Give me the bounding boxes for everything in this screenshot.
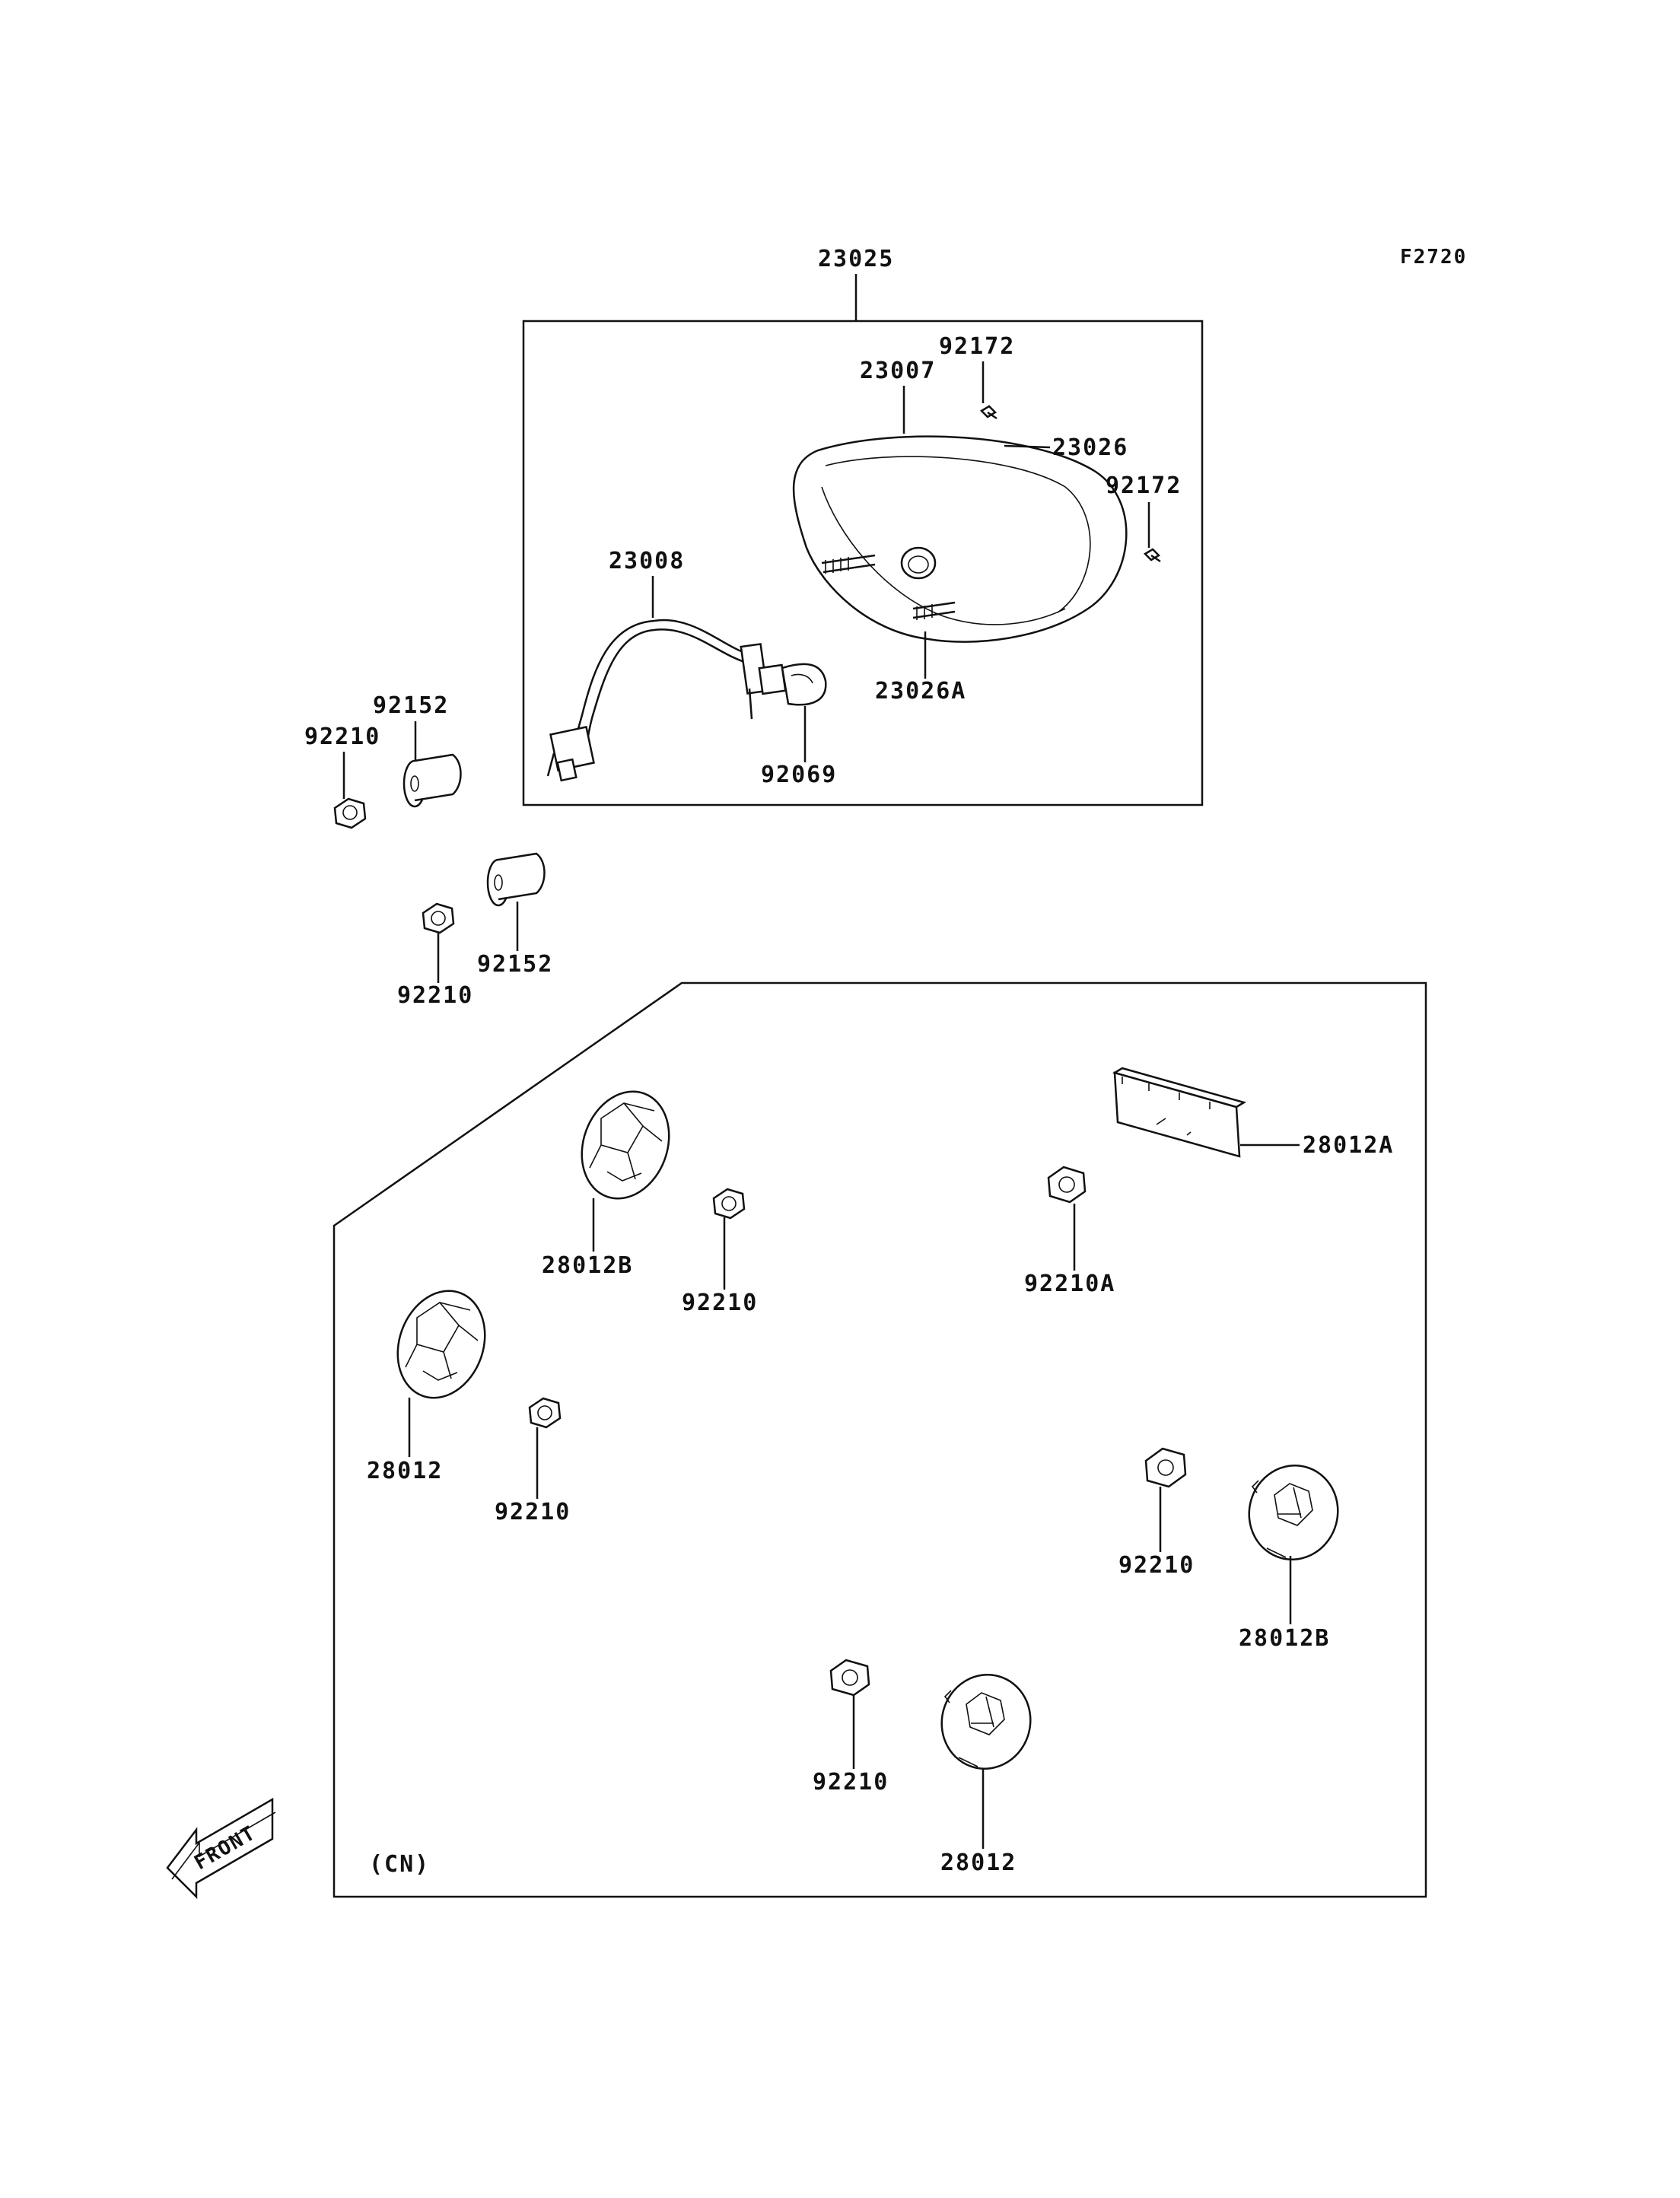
front-arrow-icon: FRONT — [166, 1797, 276, 1900]
part-label-23025: 23025 — [818, 246, 894, 272]
part-label-28012: 28012 — [367, 1458, 443, 1484]
socket-harness — [546, 619, 787, 782]
nut-icon — [422, 902, 455, 934]
cn-box — [332, 981, 1427, 1898]
part-label-92210: 92210 — [397, 982, 473, 1009]
part-label-92210: 92210 — [813, 1769, 889, 1796]
nut-icon — [1144, 1447, 1187, 1488]
lamp-housing — [792, 435, 1128, 643]
assembly-box — [522, 320, 1204, 806]
bulb-icon — [781, 663, 827, 706]
part-label-23026A: 23026A — [875, 678, 966, 705]
nut-icon — [829, 1659, 870, 1697]
nut-icon — [528, 1397, 562, 1429]
nut-icon — [333, 797, 367, 829]
part-label-92210: 92210 — [495, 1499, 571, 1525]
part-label-92172: 92172 — [1106, 472, 1182, 499]
tail-lamp-assembly-group: 23025 92172 23007 — [522, 246, 1204, 806]
part-label-92210A: 92210A — [1024, 1271, 1115, 1297]
reflector-rect-icon — [1112, 1067, 1247, 1158]
screw-icon — [1143, 548, 1161, 563]
region-label: (CN) — [369, 1851, 430, 1878]
collar-icon — [402, 753, 462, 808]
part-label-28012B: 28012B — [1239, 1625, 1330, 1652]
part-label-23008: 23008 — [609, 548, 685, 574]
nut-icon — [1047, 1166, 1087, 1204]
figure-code: F2720 — [1400, 246, 1467, 269]
part-label-92152: 92152 — [373, 692, 449, 719]
part-label-92069: 92069 — [761, 762, 837, 788]
part-label-28012: 28012 — [940, 1850, 1017, 1876]
part-label-92210: 92210 — [304, 724, 380, 750]
reflector-round-icon — [396, 1290, 486, 1399]
reflector-round-icon — [940, 1674, 1032, 1770]
part-label-28012B: 28012B — [542, 1252, 633, 1279]
part-label-92210: 92210 — [1118, 1552, 1195, 1579]
part-label-92210: 92210 — [682, 1290, 758, 1316]
part-label-23026: 23026 — [1052, 434, 1128, 461]
part-label-28012A: 28012A — [1303, 1132, 1394, 1159]
cn-reflector-group: (CN) 28012A 28012B 92210 922 — [332, 981, 1427, 1898]
collar-icon — [486, 852, 546, 907]
screw-icon — [979, 405, 998, 420]
part-label-92152: 92152 — [477, 951, 553, 978]
reflector-round-icon — [1248, 1465, 1339, 1560]
nut-icon — [712, 1188, 746, 1220]
part-label-92172: 92172 — [939, 333, 1015, 360]
part-label-23007: 23007 — [860, 358, 936, 384]
reflector-round-icon — [581, 1090, 670, 1200]
